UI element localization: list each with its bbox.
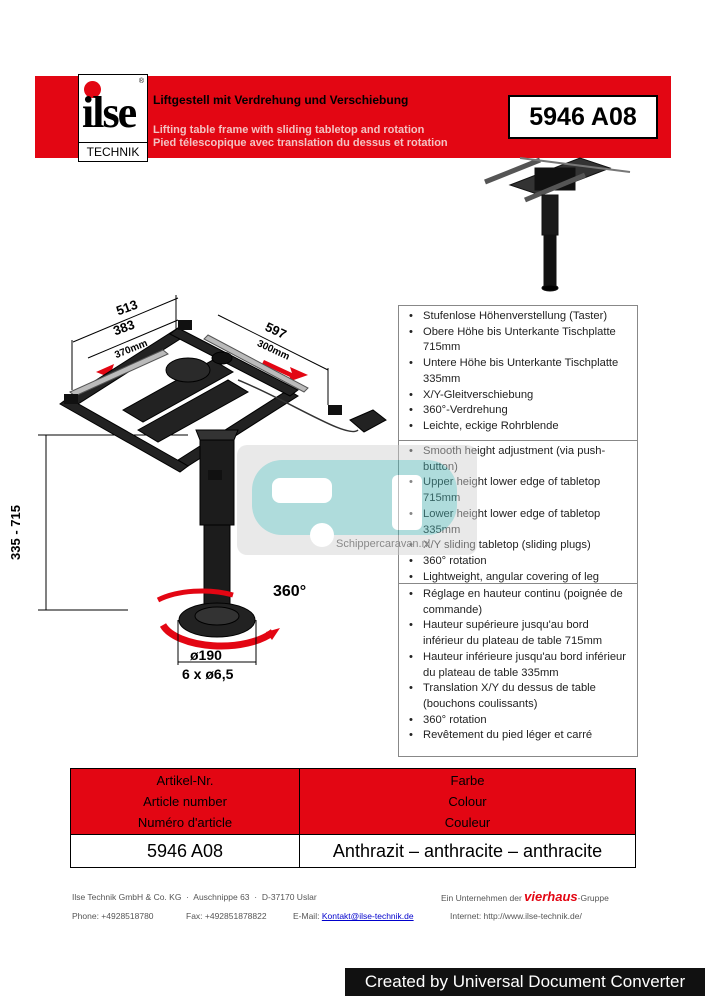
features-french: Réglage en hauteur continu (poignée de c… [399,584,637,760]
feature-fr-1: Réglage en hauteur continu (poignée de c… [409,587,631,618]
logo-registered: ® [138,78,144,85]
footer-fax: Fax: +492851878822 [186,911,267,921]
feature-en-4: X/Y sliding tabletop (sliding plugs) [409,538,631,554]
article-number-cell: 5946 A08 [70,834,300,868]
header-fr: Couleur [444,815,491,830]
footer-internet[interactable]: Internet: http://www.ilse-technik.de/ [450,911,582,921]
feature-en-6: Lightweight, angular covering of leg [409,570,631,586]
features-english: Smooth height adjustment (via push-butto… [399,441,637,586]
footer-phone: Phone: +4928518780 [72,911,154,921]
feature-fr-6: Revêtement du pied léger et carré [409,728,631,744]
feature-fr-4: Translation X/Y du dessus de table (bouc… [409,681,631,712]
email-link[interactable]: Kontakt@ilse-technik.de [321,911,414,921]
article-number-box: 5946 A08 [508,95,658,139]
vierhaus-logo: vierhaus [524,889,578,904]
title-german: Liftgestell mit Verdrehung und Verschieb… [153,93,409,107]
header-de: Artikel-Nr. [156,773,214,788]
feature-en-5: 360° rotation [409,554,631,570]
technical-drawing [38,295,387,665]
title-english: Lifting table frame with sliding tableto… [153,124,425,136]
caravan-watermark [237,445,477,555]
feature-en-1: Smooth height adjustment (via push-butto… [409,444,631,475]
ilse-logo: ilse ® TECHNIK [78,74,148,162]
company-name: Ilse Technik GmbH & Co. KG [72,892,182,902]
logo-word: ilse [82,88,137,137]
footer-group: Ein Unternehmen der vierhaus-Gruppe [441,889,609,904]
city: D-37170 Uslar [261,892,317,902]
header-fr: Numéro d'article [137,815,233,830]
article-table: Artikel-Nr. Article number Numéro d'arti… [70,768,636,868]
dimension-height: 335 - 715 [7,505,23,560]
rotation-label: 360° [273,583,307,600]
converter-banner: Created by Universal Document Converter [345,968,705,996]
header-de: Farbe [450,773,485,788]
table-header-row: Artikel-Nr. Article number Numéro d'arti… [70,768,636,835]
feature-fr-3: Hauteur inférieure jusqu'au bord inférie… [409,650,631,681]
feature-de-4: X/Y-Gleitverschiebung [409,388,631,404]
feature-fr-5: 360° rotation [409,713,631,729]
header-en: Article number [143,794,227,809]
footer-email: E-Mail: Kontakt@ilse-technik.de [293,911,414,921]
group-suffix: -Gruppe [577,893,609,903]
footer-address: Ilse Technik GmbH & Co. KG · Auschnippe … [72,892,317,902]
feature-en-2: Upper height lower edge of tabletop 715m… [409,475,631,506]
feature-en-3: Lower height lower edge of tabletop 335m… [409,507,631,538]
feature-de-6: Leichte, eckige Rohrblende [409,419,631,435]
article-number-header: Artikel-Nr. Article number Numéro d'arti… [70,768,300,835]
header-en: Colour [448,794,487,809]
colour-header: Farbe Colour Couleur [299,768,636,835]
feature-de-2: Obere Höhe bis Unterkante Tischplatte 71… [409,325,631,356]
watermark-text: Schippercaravan.nl [336,538,431,550]
mounting-holes: 6 x ø6,5 [182,666,234,682]
feature-de-5: 360°-Verdrehung [409,403,631,419]
logo-subtitle: TECHNIK [79,142,147,159]
feature-de-1: Stufenlose Höhenverstellung (Taster) [409,309,631,325]
colour-cell: Anthrazit – anthracite – anthracite [299,834,636,868]
features-box: Stufenlose Höhenverstellung (Taster) Obe… [398,305,638,757]
group-prefix: Ein Unternehmen der [441,893,522,903]
logo-dot [84,81,101,98]
product-photo [484,157,631,292]
table-row: 5946 A08 Anthrazit – anthracite – anthra… [70,834,636,868]
email-label: E-Mail: [293,911,320,921]
feature-de-3: Untere Höhe bis Unterkante Tischplatte 3… [409,356,631,387]
street: Auschnippe 63 [193,892,250,902]
separator: · [254,892,258,902]
features-german: Stufenlose Höhenverstellung (Taster) Obe… [399,306,637,441]
title-french: Pied télescopique avec translation du de… [153,137,448,149]
base-diameter: ø190 [190,647,222,663]
separator: · [186,892,190,902]
feature-fr-2: Hauteur supérieure jusqu'au bord inférie… [409,618,631,649]
